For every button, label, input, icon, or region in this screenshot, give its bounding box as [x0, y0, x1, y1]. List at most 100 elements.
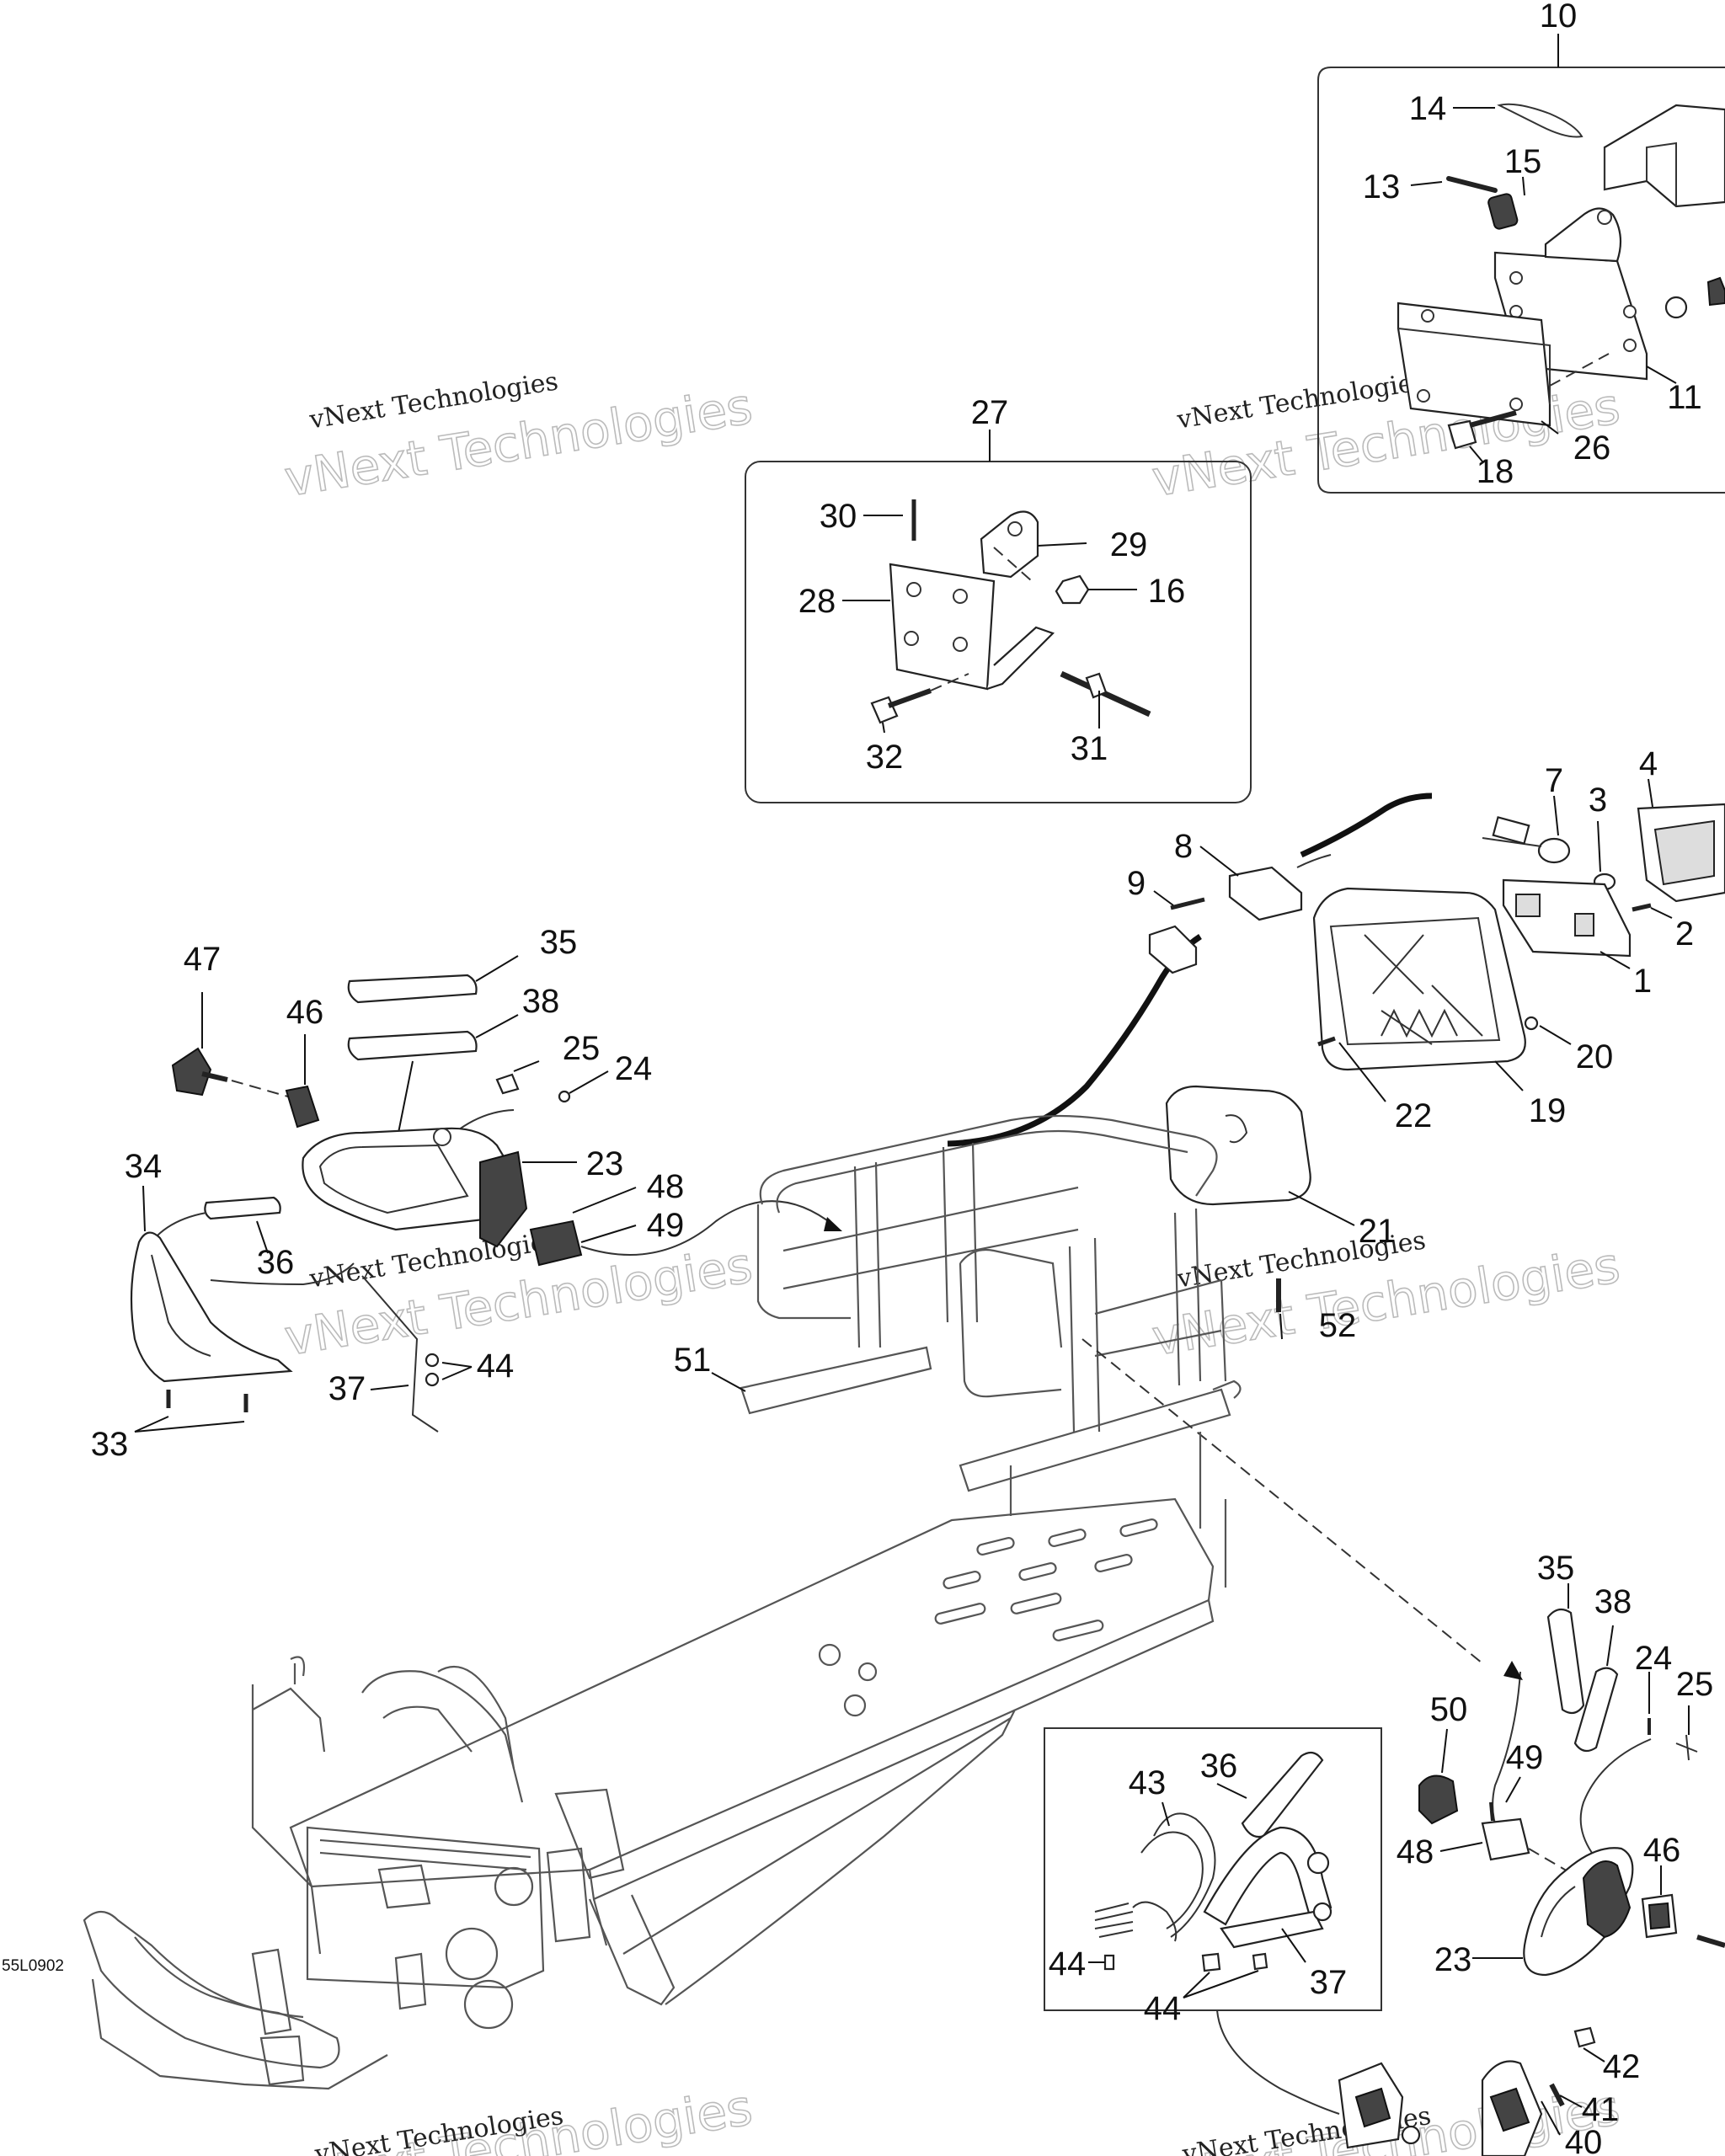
callout-29: 29 — [1110, 526, 1148, 563]
plate-hole — [904, 631, 919, 646]
callout-38b: 38 — [1594, 1583, 1632, 1620]
nut-25 — [495, 1073, 520, 1095]
nut-44c-2 — [1252, 1952, 1268, 1971]
connector-8 — [1228, 866, 1303, 921]
reference-code: 55L0902 — [2, 1957, 64, 1975]
leader-44c-1 — [1183, 1972, 1210, 1999]
callout-42: 42 — [1603, 2048, 1641, 2085]
callout-41: 41 — [1582, 2091, 1620, 2128]
terminal-9 — [1170, 897, 1205, 910]
callout-31: 31 — [1071, 730, 1108, 767]
knob-screw — [201, 1071, 228, 1082]
leader-48a — [572, 1187, 637, 1214]
steering-hoop-inner — [382, 1705, 473, 1753]
callout-7: 7 — [1545, 762, 1563, 799]
callout-3: 3 — [1589, 782, 1607, 819]
callout-20: 20 — [1576, 1038, 1614, 1075]
cover-emboss — [1225, 1114, 1248, 1144]
socket — [1492, 816, 1530, 845]
bracket-hole — [1623, 339, 1637, 352]
wire-ends — [1094, 1903, 1134, 1938]
leader-20 — [1539, 1025, 1572, 1045]
watermark-top-left: vNext Technologies vNext Technologies — [280, 366, 756, 508]
slot — [1094, 1554, 1133, 1572]
callout-50: 50 — [1430, 1691, 1468, 1728]
rear-rack-51 — [711, 1114, 1483, 1664]
tunnel-hole — [857, 1662, 878, 1682]
bracket-hole — [1597, 210, 1612, 225]
screw-22 — [1317, 1036, 1336, 1047]
detail-box-heater-harness — [1044, 1727, 1421, 2149]
rack-foot-left — [740, 1346, 932, 1415]
handle-frame-34 — [130, 1231, 293, 1383]
loop-cap — [1312, 1902, 1332, 1922]
bolt-shank-31 — [1060, 670, 1151, 718]
arrow-head — [824, 1217, 842, 1231]
leader-38a — [475, 1014, 519, 1038]
leader-32 — [882, 722, 885, 734]
leader-43 — [1162, 1801, 1170, 1827]
leader-41 — [1559, 2095, 1583, 2108]
leader-49a — [580, 1225, 637, 1243]
front-frame-tubes — [290, 1656, 515, 1769]
bulkhead-bracket — [377, 1864, 431, 1909]
group-box-10 — [1317, 67, 1725, 494]
rack-rear-uprights — [1068, 1208, 1202, 1433]
tunnel-rear-corner — [588, 1894, 676, 2006]
leader-38b — [1606, 1625, 1614, 1667]
assembly-line — [993, 547, 1033, 582]
throttle-block-inner — [1489, 2087, 1530, 2132]
front-bumper — [83, 1910, 340, 2069]
plate-hole — [953, 589, 968, 604]
leader-18 — [1469, 446, 1483, 462]
callout-24: 24 — [615, 1050, 653, 1087]
handle-loop — [1203, 1826, 1332, 1926]
bulkhead-hole — [494, 1866, 534, 1907]
callout-11: 11 — [1667, 379, 1702, 416]
callout-15: 15 — [1504, 143, 1542, 180]
leader-7 — [1553, 795, 1559, 836]
leader-15 — [1522, 176, 1525, 196]
callout-48b: 48 — [1397, 1833, 1434, 1870]
block-hole — [1417, 389, 1430, 403]
callout-46: 46 — [286, 994, 324, 1031]
hairpin-clip-14 — [1497, 103, 1583, 138]
spacer-block-edge — [1397, 328, 1551, 404]
nut-44c-1 — [1201, 1952, 1221, 1972]
callout-48: 48 — [647, 1168, 685, 1205]
callout-43: 43 — [1129, 1764, 1167, 1801]
callout-34: 34 — [125, 1148, 163, 1185]
leader-44a — [441, 1362, 473, 1368]
callout-18: 18 — [1477, 453, 1514, 490]
nut-44b — [1103, 1954, 1115, 1971]
grip-35 — [347, 974, 478, 1004]
callout-24b: 24 — [1635, 1640, 1673, 1677]
clevis-15 — [1487, 193, 1519, 230]
callout-labels: 10 14 15 13 11 26 18 27 30 29 28 16 32 3… — [91, 0, 1714, 2156]
insert-46 — [285, 1085, 320, 1129]
bolt-head-18 — [1447, 419, 1477, 450]
cable-37 — [361, 1275, 439, 1433]
nut-16 — [1055, 574, 1090, 605]
callout-23: 23 — [586, 1145, 624, 1182]
wire-branch — [1296, 854, 1332, 868]
callout-51: 51 — [674, 1342, 712, 1379]
callout-52: 52 — [1319, 1307, 1357, 1344]
slot — [1010, 1593, 1062, 1614]
knob-47 — [171, 1047, 212, 1097]
bulkhead-hole — [463, 1979, 514, 2030]
insert-46b-inner — [1648, 1902, 1671, 1930]
grip-38 — [347, 1030, 478, 1061]
callout-37: 37 — [328, 1370, 366, 1407]
callout-13: 13 — [1363, 168, 1401, 205]
callout-8: 8 — [1174, 828, 1193, 865]
chassis-tunnel — [83, 1432, 1227, 2090]
socket-wire — [1482, 837, 1542, 847]
light-housing-19 — [1312, 887, 1526, 1071]
callout-22: 22 — [1395, 1097, 1433, 1134]
mounting-plate-28 — [889, 563, 996, 691]
assembly-line — [930, 673, 969, 691]
slot — [1018, 1562, 1057, 1581]
light-cover-21 — [1165, 1085, 1311, 1206]
